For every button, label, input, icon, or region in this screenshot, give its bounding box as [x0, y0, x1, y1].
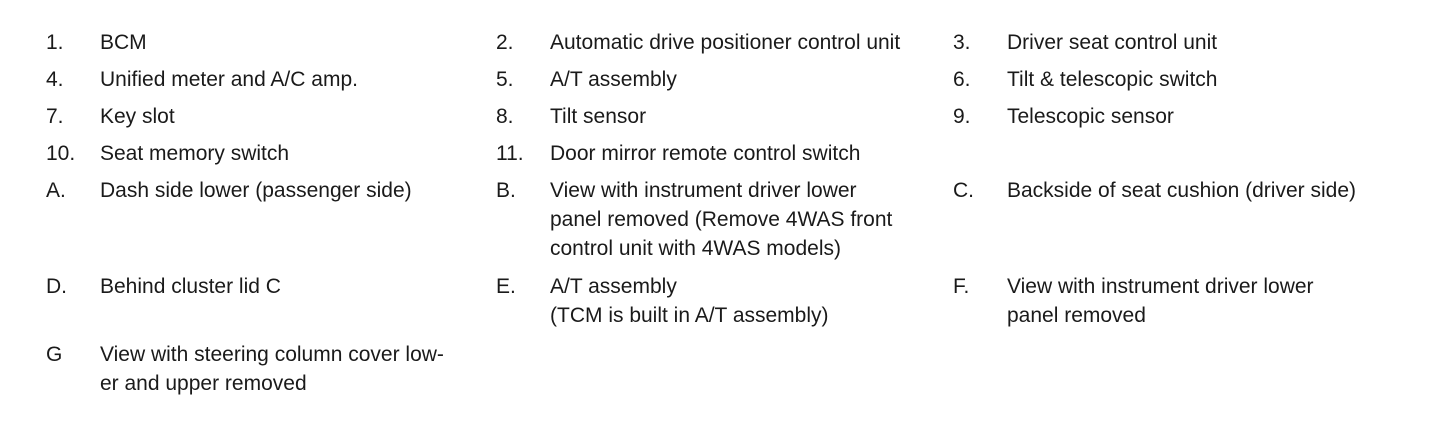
legend-description-line: control unit with 4WAS models) — [550, 237, 841, 260]
legend-key: C. — [953, 179, 974, 202]
legend-key: 7. — [46, 105, 64, 128]
legend-key: 8. — [496, 105, 514, 128]
legend-description-line: er and upper removed — [100, 372, 307, 395]
legend-description: View with instrument driver lower panel … — [550, 176, 948, 263]
legend-description: Driver seat control unit — [1007, 31, 1218, 54]
legend-description-line: A/T assembly — [550, 275, 677, 298]
legend-description: Telescopic sensor — [1007, 105, 1174, 128]
legend-key: B. — [496, 179, 516, 202]
legend-key: A. — [46, 179, 66, 202]
legend-key: F. — [953, 275, 970, 298]
legend-description-line: View with instrument driver lower — [550, 179, 857, 202]
legend-description-line: View with steering column cover low- — [100, 343, 444, 366]
legend-description: Automatic drive positioner control unit — [550, 31, 901, 54]
legend-key: 6. — [953, 68, 971, 91]
legend-description: Dash side lower (passenger side) — [100, 179, 412, 202]
legend-description: Tilt & telescopic switch — [1007, 68, 1218, 91]
legend-description: View with instrument driver lower panel … — [1007, 272, 1447, 330]
legend-key: 1. — [46, 31, 64, 54]
legend-key: 3. — [953, 31, 971, 54]
legend-description: Behind cluster lid C — [100, 275, 281, 298]
legend-key: 9. — [953, 105, 971, 128]
legend-description: A/T assembly (TCM is built in A/T assemb… — [550, 272, 948, 330]
legend-description: Unified meter and A/C amp. — [100, 68, 358, 91]
legend-description: View with steering column cover low- er … — [100, 340, 490, 398]
legend-key: 10. — [46, 142, 76, 165]
legend-description: BCM — [100, 31, 147, 54]
legend-description: Tilt sensor — [550, 105, 647, 128]
legend-description: Key slot — [100, 105, 175, 128]
legend-description-line: panel removed — [1007, 304, 1146, 327]
legend-key: 5. — [496, 68, 514, 91]
legend-key: D. — [46, 275, 67, 298]
legend-description: Door mirror remote control switch — [550, 142, 861, 165]
legend-key: E. — [496, 275, 516, 298]
legend-description: Seat memory switch — [100, 142, 290, 165]
legend-key: G — [46, 343, 63, 366]
legend-description: Backside of seat cushion (driver side) — [1007, 179, 1356, 202]
legend-description-line: panel removed (Remove 4WAS front — [550, 208, 893, 231]
legend-key: 4. — [46, 68, 64, 91]
legend-description-line: View with instrument driver lower — [1007, 275, 1314, 298]
legend-key: 2. — [496, 31, 514, 54]
legend-key: 11. — [496, 142, 524, 165]
legend-description: A/T assembly — [550, 68, 677, 91]
legend-description-line: (TCM is built in A/T assembly) — [550, 304, 829, 327]
